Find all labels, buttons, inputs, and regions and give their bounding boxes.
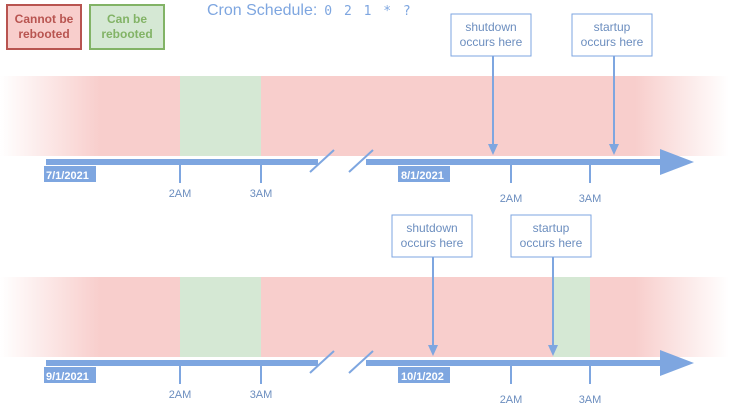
- axis-break-slash: [309, 149, 335, 173]
- axis-break-slash: [309, 350, 335, 374]
- date-label-second: 10/1/202: [401, 371, 444, 383]
- cron-schedule-label: Cron Schedule:: [207, 2, 318, 19]
- date-label-second: 8/1/2021: [401, 170, 444, 182]
- annotation-arrowhead: [609, 144, 619, 155]
- band-fade-right: [635, 277, 729, 357]
- annotation-text: startup: [594, 20, 631, 34]
- annotation-text: startup: [533, 221, 570, 235]
- timeline-arrowhead: [660, 350, 694, 376]
- band-can-reboot-after-startup: [553, 277, 590, 357]
- tick-label: 3AM: [579, 394, 602, 406]
- annotation-text: occurs here: [520, 236, 583, 250]
- legend-can-be-rebooted: Can be rebooted: [89, 4, 165, 50]
- axis-break-gap: [318, 360, 366, 366]
- annotation-text: occurs here: [460, 35, 523, 49]
- date-label-box: [398, 166, 450, 182]
- tick-label: 3AM: [250, 188, 273, 200]
- date-label-start: 7/1/2021: [46, 170, 89, 182]
- cron-schedule-title: Cron Schedule: 0 2 1 * ?: [207, 2, 413, 22]
- band-can-reboot-window: [180, 277, 261, 357]
- annotation-box: [571, 13, 653, 57]
- annotation-arrowhead: [488, 144, 498, 155]
- annotation-arrowhead: [428, 345, 438, 356]
- band-fade-right: [635, 76, 729, 156]
- timeline-arrowhead: [660, 149, 694, 175]
- tick-label: 2AM: [500, 193, 523, 205]
- tick-label: 3AM: [579, 193, 602, 205]
- tick-label: 2AM: [169, 188, 192, 200]
- annotation-text: occurs here: [401, 236, 464, 250]
- annotation-text: shutdown: [465, 20, 516, 34]
- date-label-start: 9/1/2021: [46, 371, 89, 383]
- band-fade-left: [0, 277, 100, 357]
- axis-break-slash: [348, 149, 374, 173]
- annotation-box: [450, 13, 532, 57]
- date-label-box: [398, 367, 450, 383]
- cron-expression: 0 2 1 * ?: [324, 4, 413, 19]
- annotation-text: shutdown: [406, 221, 457, 235]
- tick-label: 2AM: [169, 389, 192, 401]
- date-label-box: [44, 367, 96, 383]
- band-fade-left: [0, 76, 100, 156]
- annotation-arrowhead: [548, 345, 558, 356]
- axis-break-slash: [348, 350, 374, 374]
- band-can-reboot-window: [180, 76, 261, 156]
- tick-label: 3AM: [250, 389, 273, 401]
- annotation-text: occurs here: [581, 35, 644, 49]
- date-label-box: [44, 166, 96, 182]
- legend-cannot-be-rebooted: Cannot be rebooted: [6, 4, 82, 50]
- annotation-box: [510, 214, 592, 258]
- tick-label: 2AM: [500, 394, 523, 406]
- axis-break-gap: [318, 159, 366, 165]
